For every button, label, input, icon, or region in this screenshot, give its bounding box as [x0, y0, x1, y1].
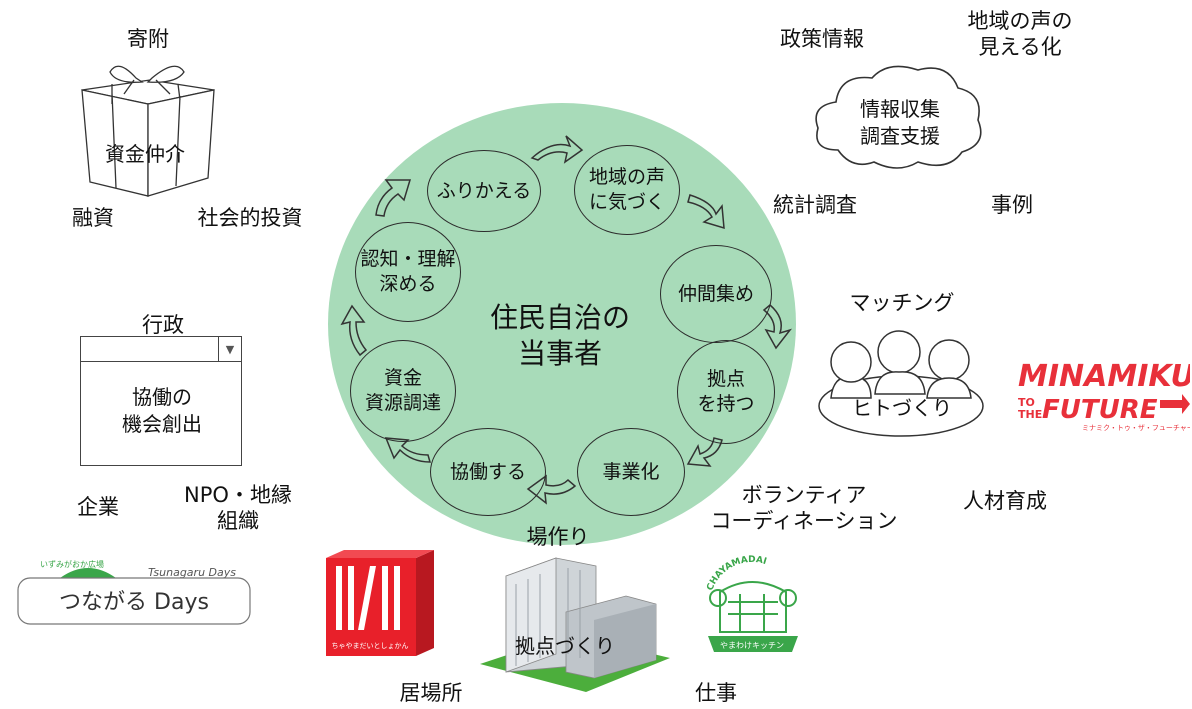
- gift-caption: 資金仲介: [105, 142, 185, 166]
- label-financing: 融資: [72, 206, 114, 230]
- people-caption: ヒトづくり: [852, 396, 952, 420]
- cloud-caption: 情報収集 調査支援: [860, 97, 940, 148]
- label-cases: 事例: [991, 193, 1033, 217]
- arrow-icon: [686, 437, 723, 467]
- chaya-ribbon-text: やまわけキッチン: [720, 641, 784, 650]
- logo-the-text: THE: [1018, 408, 1042, 421]
- arrow-icon: [687, 194, 725, 230]
- center-title: 住民自治の 当事者: [489, 301, 630, 370]
- cycle-node-reflect: ふりかえる: [427, 150, 541, 232]
- label-company: 企業: [77, 495, 119, 519]
- days-small-text: いずみがおか広場: [40, 559, 104, 569]
- label-volunteer-coordination: ボランティア コーディネーション: [710, 483, 898, 533]
- label-npo: NPO・地縁 組織: [184, 483, 292, 533]
- logo-to-text: TO: [1018, 396, 1035, 409]
- cycle-node-fund: 資金 資源調達: [350, 340, 456, 442]
- logo-arrow-icon: [1160, 394, 1190, 414]
- cycle-node-collab: 協働する: [430, 428, 546, 516]
- label-talent-development: 人材育成: [963, 489, 1047, 513]
- arrow-icon: [762, 304, 793, 350]
- logo-minamiku-text: MINAMIKU: [1018, 359, 1190, 394]
- arrow-icon: [530, 135, 584, 164]
- arrow-icon: [340, 304, 368, 357]
- building-icon: [480, 557, 670, 692]
- label-social-investment: 社会的投資: [197, 206, 303, 230]
- days-script-text: Tsunagaru Days: [148, 566, 236, 579]
- minamiku-logo: MINAMIKU TO THE FUTURE ミナミク・トゥ・ザ・フューチャー: [1012, 352, 1190, 432]
- building-caption: 拠点づくり: [515, 634, 615, 658]
- cycle-node-notice: 地域の声 に気づく: [574, 145, 680, 235]
- library-small-text: ちゃやまだいとしょかん: [332, 642, 409, 650]
- label-voice-visualization: 地域の声の 見える化: [967, 9, 1073, 59]
- cycle-node-understand: 認知・理解 深める: [355, 222, 461, 322]
- label-place-making: 場作り: [526, 525, 590, 549]
- window-caption: 協働の 機会創出: [122, 385, 202, 436]
- window-panel: ▼: [80, 336, 242, 466]
- label-government: 行政: [142, 313, 184, 337]
- arrow-icon: [375, 179, 412, 217]
- chaya-arc-text: CHAYAMADAI: [705, 555, 767, 592]
- library-logo: ちゃやまだいとしょかん: [326, 550, 434, 656]
- label-ibasho: 居場所: [399, 681, 463, 705]
- tsunagaru-days-logo: いずみがおか広場 Tsunagaru Days つながる Days: [17, 559, 251, 625]
- gift-box-icon: [81, 65, 215, 197]
- logo-future-text: FUTURE: [1042, 395, 1158, 425]
- label-matching: マッチング: [849, 291, 955, 315]
- label-statistics: 統計調査: [773, 193, 857, 217]
- window-titlebar: ▼: [81, 337, 241, 362]
- label-donation: 寄附: [127, 27, 169, 51]
- cycle-node-base: 拠点 を持つ: [677, 340, 775, 444]
- days-main-text: つながる Days: [59, 590, 209, 615]
- people-group-icon: [818, 330, 984, 437]
- label-work: 仕事: [695, 681, 737, 705]
- logo-kana-text: ミナミク・トゥ・ザ・フューチャー: [1082, 424, 1190, 432]
- label-policy-info: 政策情報: [780, 27, 864, 51]
- dropdown-arrow-icon: ▼: [218, 337, 241, 361]
- chayamadai-logo: CHAYAMADAI やまわけキッチン: [705, 555, 798, 652]
- cycle-node-business: 事業化: [577, 428, 685, 516]
- cloud-icon: [815, 65, 982, 169]
- cycle-node-gather: 仲間集め: [660, 245, 772, 343]
